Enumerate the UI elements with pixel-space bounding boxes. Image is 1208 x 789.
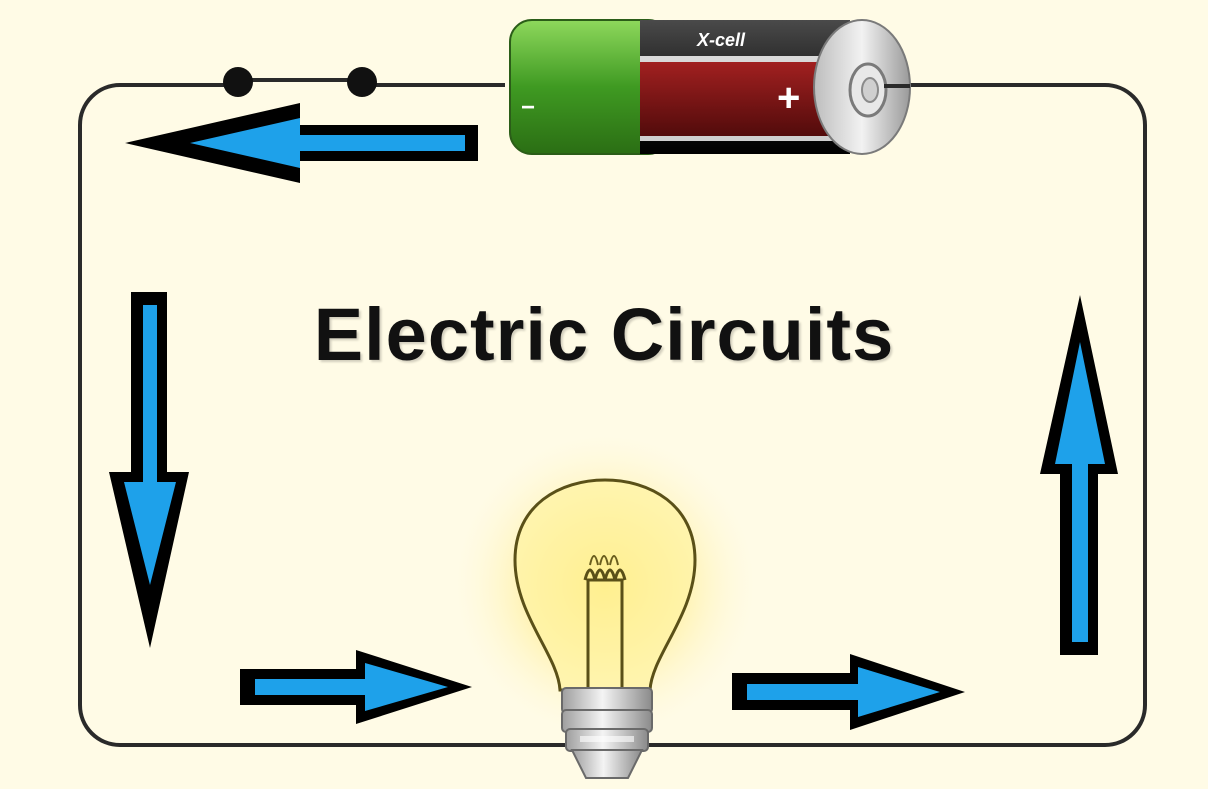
battery-brand-label: X-cell	[696, 30, 746, 50]
current-arrow-icon	[125, 103, 478, 183]
battery-icon	[505, 19, 911, 155]
current-arrow-icon	[1040, 295, 1118, 655]
current-arrow-icon	[732, 654, 965, 730]
current-arrow-icon	[109, 292, 189, 648]
battery-positive-sign: +	[777, 76, 801, 120]
current-arrow-icon	[240, 650, 472, 724]
diagram-title: Electric Circuits	[313, 293, 895, 376]
switch-icon	[223, 67, 377, 97]
light-bulb-icon	[455, 435, 755, 779]
battery-negative-sign: −	[521, 94, 536, 121]
